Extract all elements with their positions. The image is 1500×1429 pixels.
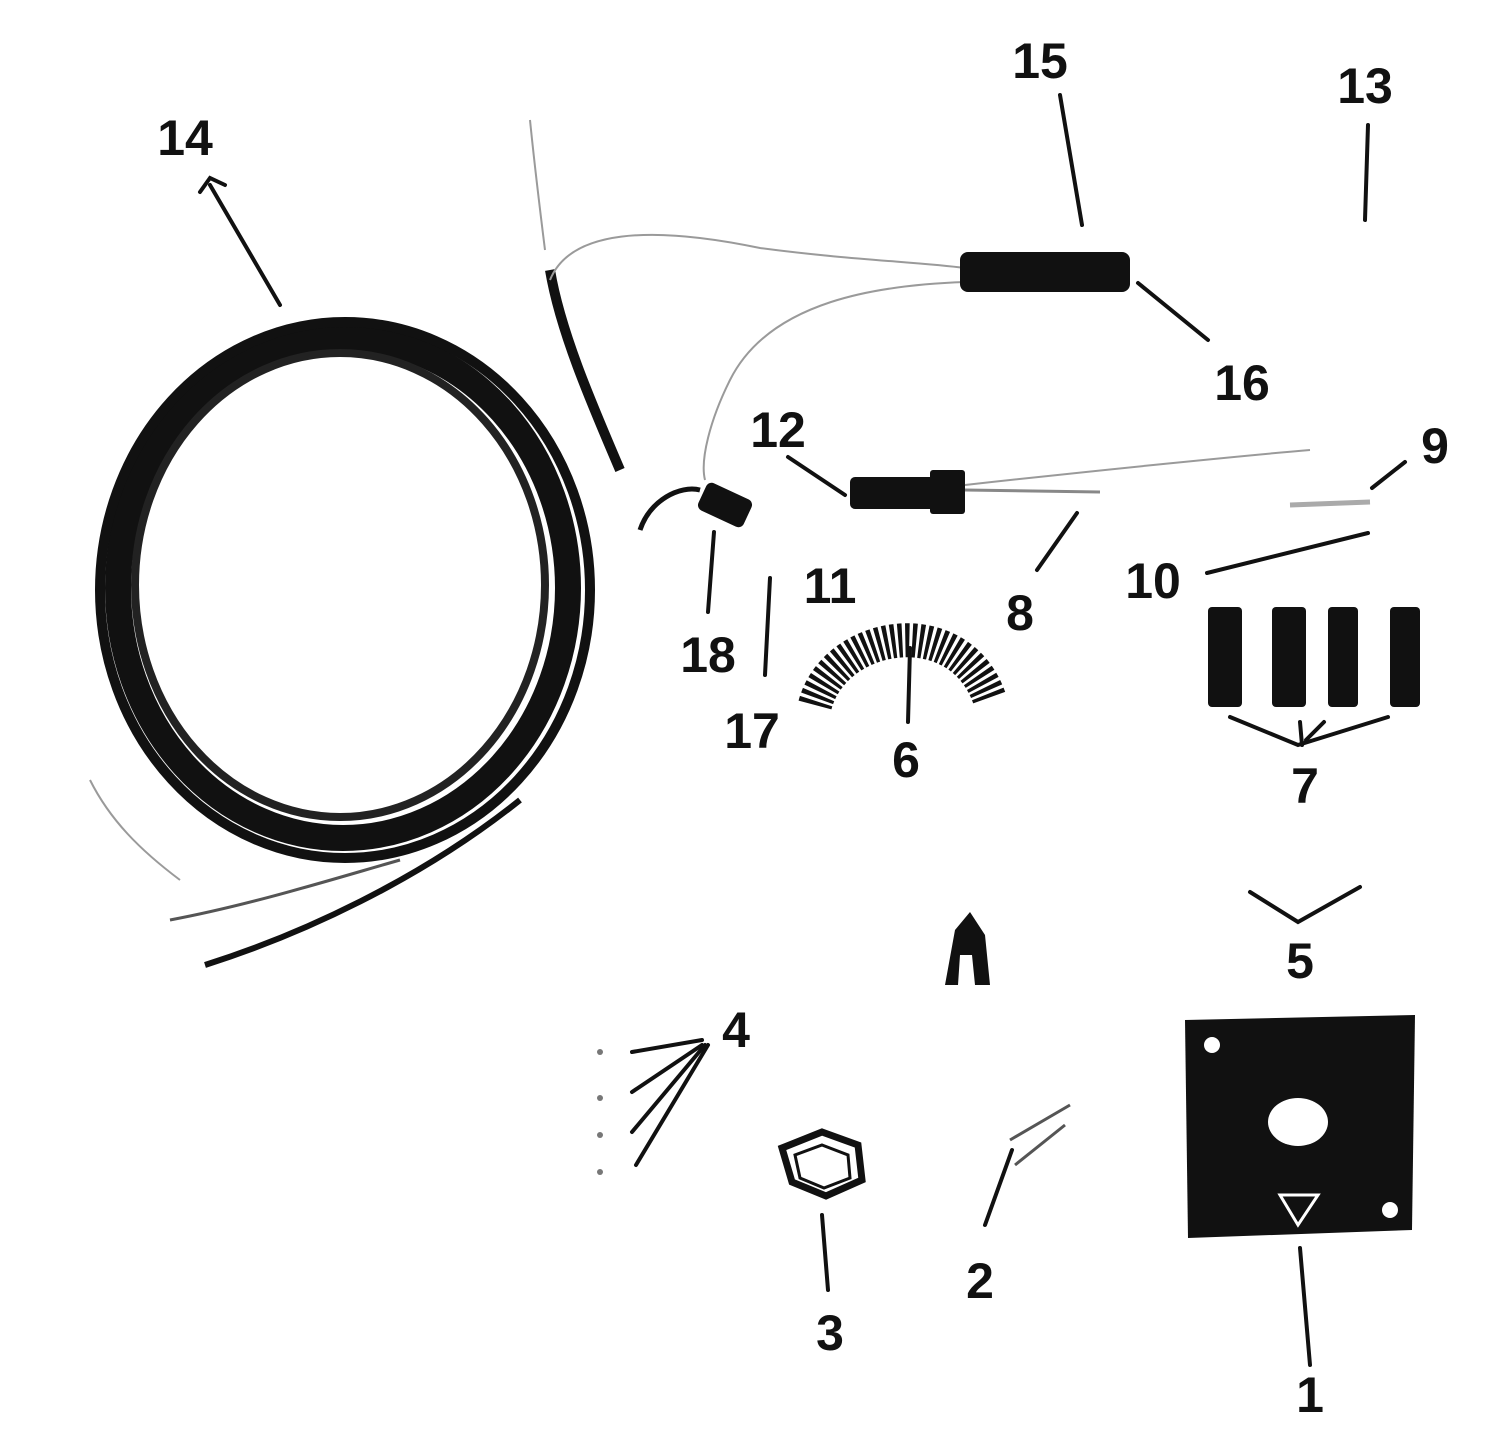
small-sleeve (637, 482, 753, 531)
label-4: 4 (722, 1002, 750, 1058)
curved-brush (798, 623, 1007, 711)
label-3: 3 (816, 1305, 844, 1361)
connector-lower (850, 449, 1371, 514)
clip (945, 912, 990, 985)
label-7: 7 (1291, 758, 1319, 814)
label-5: 5 (1286, 933, 1314, 989)
label-15: 15 (1012, 33, 1068, 89)
label-6: 6 (892, 732, 920, 788)
label-8: 8 (1006, 585, 1034, 641)
label-14: 14 (157, 110, 213, 166)
label-1: 1 (1296, 1367, 1324, 1423)
label-18: 18 (680, 627, 736, 683)
block-set (1208, 607, 1420, 707)
thin-wire-lower (702, 281, 966, 481)
label-16: 16 (1214, 355, 1270, 411)
connector-upper (960, 252, 1130, 292)
mounting-plate (1185, 1015, 1415, 1238)
label-2: 2 (966, 1253, 994, 1309)
screws (1009, 1103, 1071, 1167)
label-17: 17 (724, 703, 780, 759)
thin-wire-loop (549, 233, 966, 281)
label-13: 13 (1337, 58, 1393, 114)
hex-nut (777, 1128, 866, 1200)
label-10: 10 (1125, 553, 1181, 609)
label-11: 11 (804, 558, 857, 614)
cable-coil (89, 119, 625, 968)
leader-lines (198, 93, 1407, 1367)
pins (597, 1049, 603, 1175)
label-12: 12 (750, 402, 806, 458)
label-9: 9 (1421, 418, 1449, 474)
